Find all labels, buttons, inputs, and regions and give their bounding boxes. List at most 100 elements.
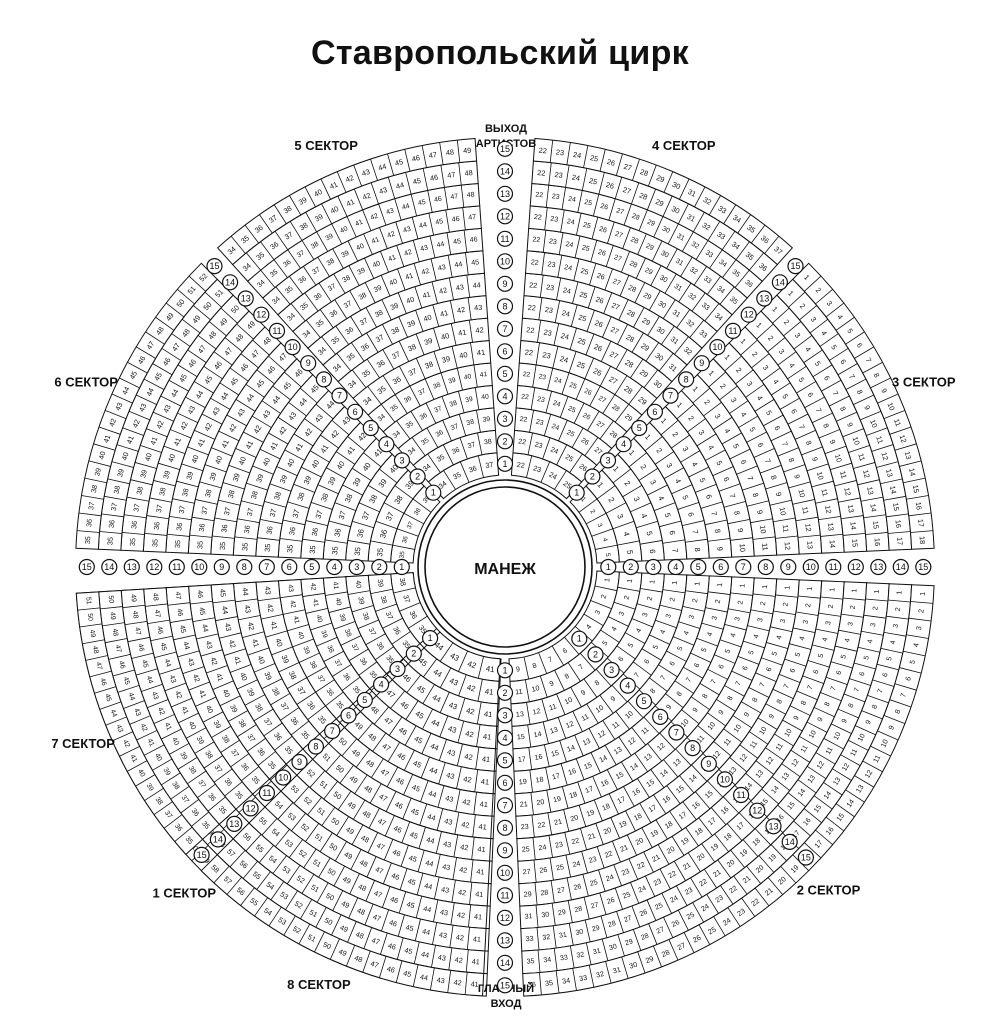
seat[interactable]: 3 [761,363,771,372]
seat[interactable]: 38 [413,507,423,517]
seat[interactable]: 4 [835,313,845,322]
seat[interactable]: 36 [467,463,477,474]
seat[interactable]: 3 [847,621,855,626]
seat[interactable]: 42 [139,723,149,733]
seat[interactable]: 36 [190,808,200,819]
seat[interactable]: 36 [272,731,284,743]
seat[interactable]: 2 [782,602,790,607]
seat[interactable]: 22 [668,870,678,880]
seat[interactable]: 9 [879,387,889,394]
seat[interactable]: 37 [296,249,306,259]
seat[interactable]: 8 [713,528,723,534]
seat[interactable]: 26 [594,294,605,305]
seat[interactable]: 37 [196,779,206,789]
seat[interactable]: 36 [174,522,184,531]
seat[interactable]: 16 [631,787,642,798]
seat[interactable]: 35 [284,285,295,295]
seat[interactable]: 24 [669,895,679,905]
seat[interactable]: 35 [351,685,361,695]
seat[interactable]: 2 [718,382,728,391]
seat[interactable]: 41 [471,957,480,967]
seat[interactable]: 27 [593,446,603,456]
seat[interactable]: 19 [739,848,750,858]
seat[interactable]: 26 [691,933,702,945]
seat[interactable]: 9 [792,714,801,721]
seat[interactable]: 25 [706,925,717,937]
seat[interactable]: 42 [459,865,468,875]
seat[interactable]: 4 [682,630,691,636]
seat[interactable]: 36 [242,525,252,534]
seat[interactable]: 34 [730,239,742,251]
seat[interactable]: 28 [574,906,583,914]
seat[interactable]: 45 [178,624,187,633]
seat[interactable]: 39 [184,470,195,480]
seat[interactable]: 36 [391,625,402,636]
seat[interactable]: 41 [475,889,484,899]
seat[interactable]: 40 [405,294,416,305]
seat[interactable]: 4 [844,638,852,643]
seat[interactable]: 33 [715,230,727,242]
seat[interactable]: 44 [219,390,231,402]
seat[interactable]: 44 [436,241,445,249]
seat[interactable]: 35 [83,536,92,545]
seat[interactable]: 36 [287,526,297,536]
seat[interactable]: 26 [539,866,548,875]
seat[interactable]: 37 [374,332,385,344]
seat[interactable]: 32 [687,292,697,302]
seat[interactable]: 5 [714,459,724,467]
seat[interactable]: 6 [835,670,843,676]
seat[interactable]: 37 [350,643,360,653]
seat[interactable]: 35 [375,547,385,557]
seat[interactable]: 4 [755,394,765,402]
seat[interactable]: 8 [872,371,882,379]
seat[interactable]: 42 [154,419,165,430]
seat[interactable]: 26 [581,412,591,422]
seat[interactable]: 41 [250,638,261,649]
seat[interactable]: 39 [324,233,334,243]
seat[interactable]: 43 [360,167,371,178]
seat[interactable]: 17 [677,810,688,821]
seat[interactable]: 15 [583,761,593,771]
seat[interactable]: 35 [451,470,462,482]
seat[interactable]: 45 [197,607,207,616]
seat[interactable]: 40 [309,458,321,470]
seat[interactable]: 10 [706,721,717,732]
seat[interactable]: 42 [453,978,462,988]
seat[interactable]: 30 [575,929,584,937]
seat[interactable]: 2 [686,414,696,423]
seat[interactable]: 41 [197,689,207,699]
seat[interactable]: 35 [728,296,739,306]
seat[interactable]: 39 [254,473,265,484]
seat[interactable]: 40 [388,277,398,287]
seat[interactable]: 38 [170,781,180,791]
seat[interactable]: 3 [779,618,788,623]
seat[interactable]: 37 [314,509,325,519]
seat[interactable]: 37 [177,505,187,515]
seat[interactable]: 24 [553,377,562,386]
seat[interactable]: 21 [520,800,529,809]
seat[interactable]: 43 [286,410,298,422]
seat[interactable]: 41 [244,439,256,450]
seat[interactable]: 41 [128,754,138,764]
seat[interactable]: 6 [788,667,797,673]
seat[interactable]: 1 [806,586,814,591]
seat[interactable]: 36 [378,529,389,540]
seat[interactable]: 6 [722,476,732,483]
seat[interactable]: 37 [245,507,256,517]
seat[interactable]: 40 [143,452,154,462]
seat[interactable]: 10 [563,696,574,707]
seat[interactable]: 44 [109,709,118,719]
seat[interactable]: 10 [833,731,843,741]
seat[interactable]: 4 [752,633,761,639]
seat[interactable]: 22 [535,191,543,199]
seat[interactable]: 29 [623,413,633,423]
seat[interactable]: 40 [329,204,340,216]
seat[interactable]: 8 [775,698,784,705]
seat[interactable]: 26 [639,909,649,918]
seat[interactable]: 36 [310,527,320,537]
seat[interactable]: 15 [871,520,881,529]
seat[interactable]: 14 [823,790,833,800]
seat[interactable]: 24 [571,173,581,183]
seat[interactable]: 5 [845,327,855,335]
seat[interactable]: 2 [895,607,902,612]
